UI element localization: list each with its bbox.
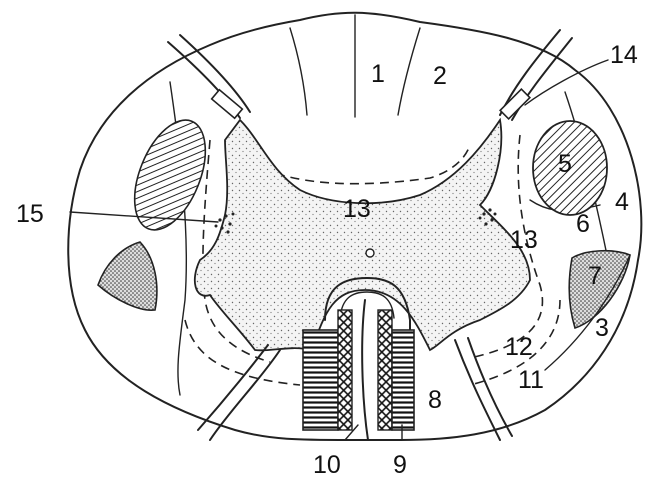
label-4: 4 <box>615 188 629 216</box>
label-14: 14 <box>610 41 638 69</box>
anterior-root-right <box>455 338 512 440</box>
tract-10-hatched-right <box>378 310 392 430</box>
label-10: 10 <box>313 451 341 479</box>
label-7: 7 <box>588 262 602 290</box>
dashed-boundary-posterior <box>262 145 470 184</box>
tract-left-stippled <box>98 242 157 310</box>
label-5: 5 <box>558 150 572 178</box>
label-13-center: 13 <box>343 195 371 223</box>
label-15: 15 <box>16 200 44 228</box>
label-3: 3 <box>595 314 609 342</box>
label-6: 6 <box>576 210 590 238</box>
fasciculus-divider-right <box>398 28 420 115</box>
central-canal <box>366 249 374 257</box>
fasciculus-divider-left <box>290 28 307 115</box>
label-1: 1 <box>371 60 385 88</box>
label-8: 8 <box>428 386 442 414</box>
tract-10-hatched-left <box>338 310 352 430</box>
tract-9-anterior-corticospinal-right <box>392 330 414 430</box>
posterior-root-left <box>168 35 250 118</box>
label-9: 9 <box>393 451 407 479</box>
median-fissure-line <box>362 300 368 440</box>
label-12: 12 <box>505 333 533 361</box>
label-13-right: 13 <box>510 226 538 254</box>
posterior-root-right <box>500 30 572 120</box>
label-11: 11 <box>518 366 544 394</box>
label-2: 2 <box>433 62 447 90</box>
grey-matter <box>195 120 530 350</box>
tract-9-anterior-corticospinal-left <box>303 330 338 430</box>
